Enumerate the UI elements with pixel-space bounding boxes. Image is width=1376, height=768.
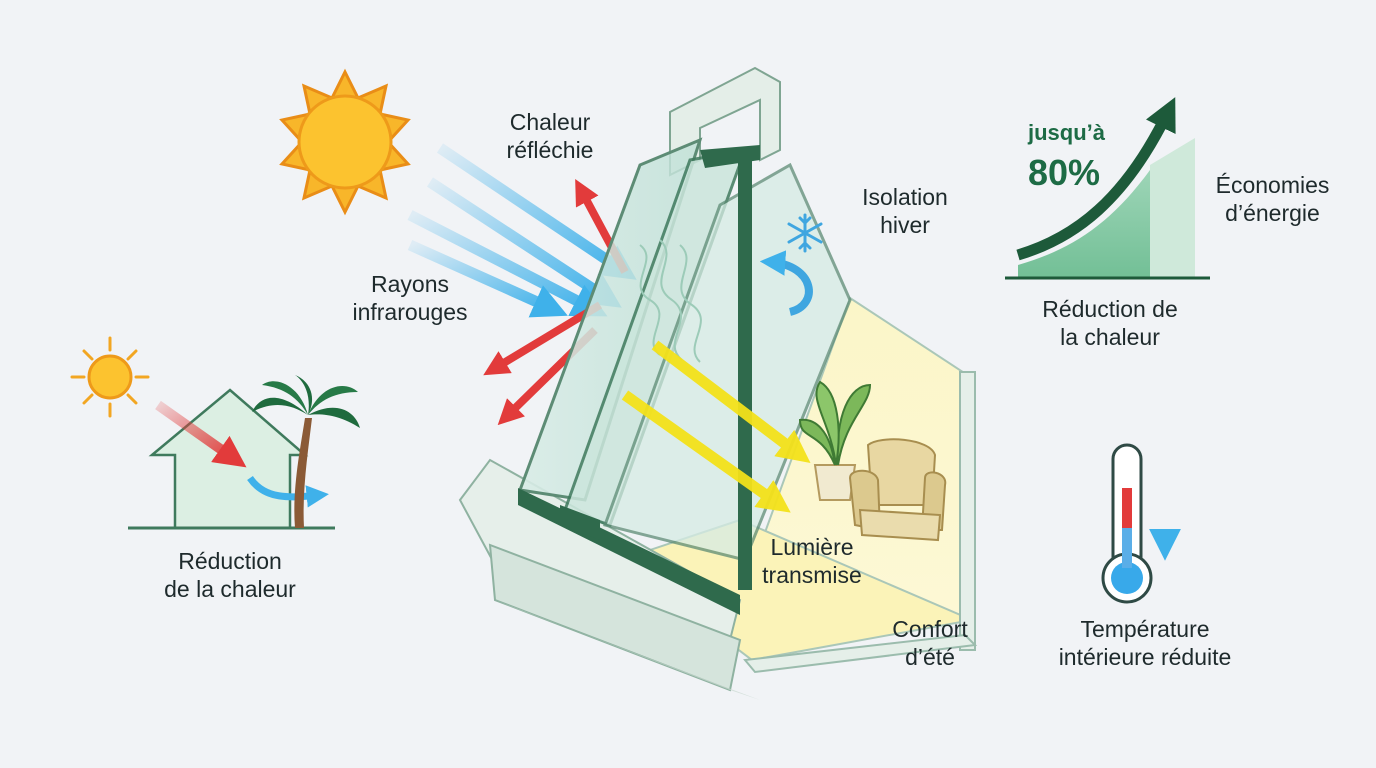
- savings-value: 80%: [1028, 152, 1101, 193]
- house-heat-reduction-label: Réduction de la chaleur: [164, 548, 296, 602]
- snowflake-icon: [787, 213, 823, 253]
- armchair-icon: [848, 438, 947, 542]
- energy-savings-chart: [1005, 97, 1210, 280]
- transmitted-light-arrows: [621, 340, 811, 513]
- sun-icon: [279, 68, 411, 216]
- palm-tree-icon: [252, 375, 360, 528]
- chart-heat-reduction-label: Réduction de la chaleur: [1042, 296, 1178, 350]
- reflected-heat-label: Chaleur réfléchie: [506, 109, 594, 163]
- house-cool-arrow: [247, 475, 329, 508]
- infrared-rays-label: Rayons infrarouges: [352, 271, 468, 325]
- winter-insulation-label: Isolation hiver: [862, 184, 948, 238]
- plant-icon: [798, 380, 872, 501]
- winter-insulation-arrow: [759, 250, 813, 316]
- energy-savings-label: Économies d’énergie: [1215, 172, 1330, 226]
- savings-prefix: jusqu’à: [1028, 120, 1106, 145]
- thermometer-icon: [1101, 443, 1153, 604]
- indoor-temperature-label: Température intérieure réduite: [1058, 616, 1232, 670]
- summer-comfort-label: Confort d’été: [892, 616, 968, 670]
- small-sun-icon: [70, 336, 150, 418]
- infrared-rays: [407, 143, 637, 318]
- house-heat-arrow: [155, 400, 247, 468]
- transmitted-light-label: Lumière transmise: [762, 534, 862, 588]
